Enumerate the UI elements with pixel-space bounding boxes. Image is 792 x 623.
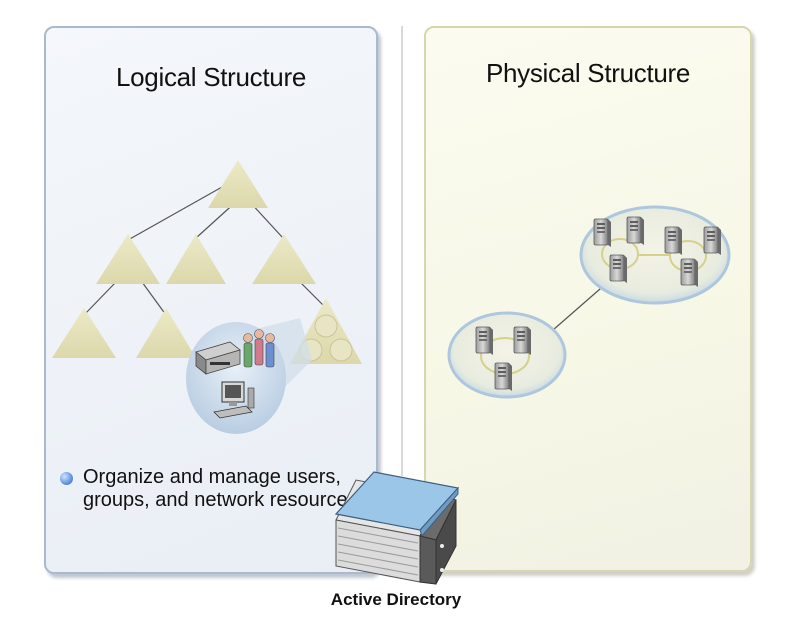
domain-triangle [96, 234, 160, 284]
domain-triangle [166, 234, 226, 284]
domain-tree [52, 160, 316, 358]
physical-structure-panel: Physical Structure [424, 26, 752, 572]
active-directory-label: Active Directory [330, 590, 462, 609]
domain-controller-icon [494, 362, 513, 392]
users-icon [243, 329, 275, 368]
bullet-icon [60, 472, 73, 485]
printer-icon [195, 341, 241, 375]
domain-controller-icon [664, 226, 683, 256]
network-objects-bubble [186, 322, 286, 434]
logical-structure-title: Logical Structure [115, 62, 306, 92]
computer-icon [213, 381, 255, 419]
logical-bullet-item: Organize and manage users, groups, and n… [60, 466, 370, 512]
domain-controller-icon [475, 326, 494, 356]
domain-controller-icon [626, 216, 645, 246]
domain-controller-icon [680, 258, 699, 288]
physical-structure-title: Physical Structure [485, 58, 691, 88]
domain-controller-icon [513, 326, 532, 356]
domain-controller-icon [593, 218, 612, 248]
site-ring-large [579, 205, 731, 305]
logical-structure-panel: Logical Structure Organize and manage us… [44, 26, 378, 574]
active-directory-book-icon [334, 471, 460, 585]
domain-controller-icon [609, 254, 628, 284]
panel-divider [401, 26, 403, 476]
root-domain-triangle [208, 160, 268, 208]
site-ring-small [447, 311, 567, 399]
domain-triangle [252, 234, 316, 284]
domain-triangle [52, 308, 116, 358]
domain-triangle [136, 308, 196, 358]
site-link-line [552, 281, 609, 331]
logical-bullet-text: Organize and manage users, groups, and n… [83, 466, 358, 511]
domain-controller-icon [703, 226, 722, 256]
